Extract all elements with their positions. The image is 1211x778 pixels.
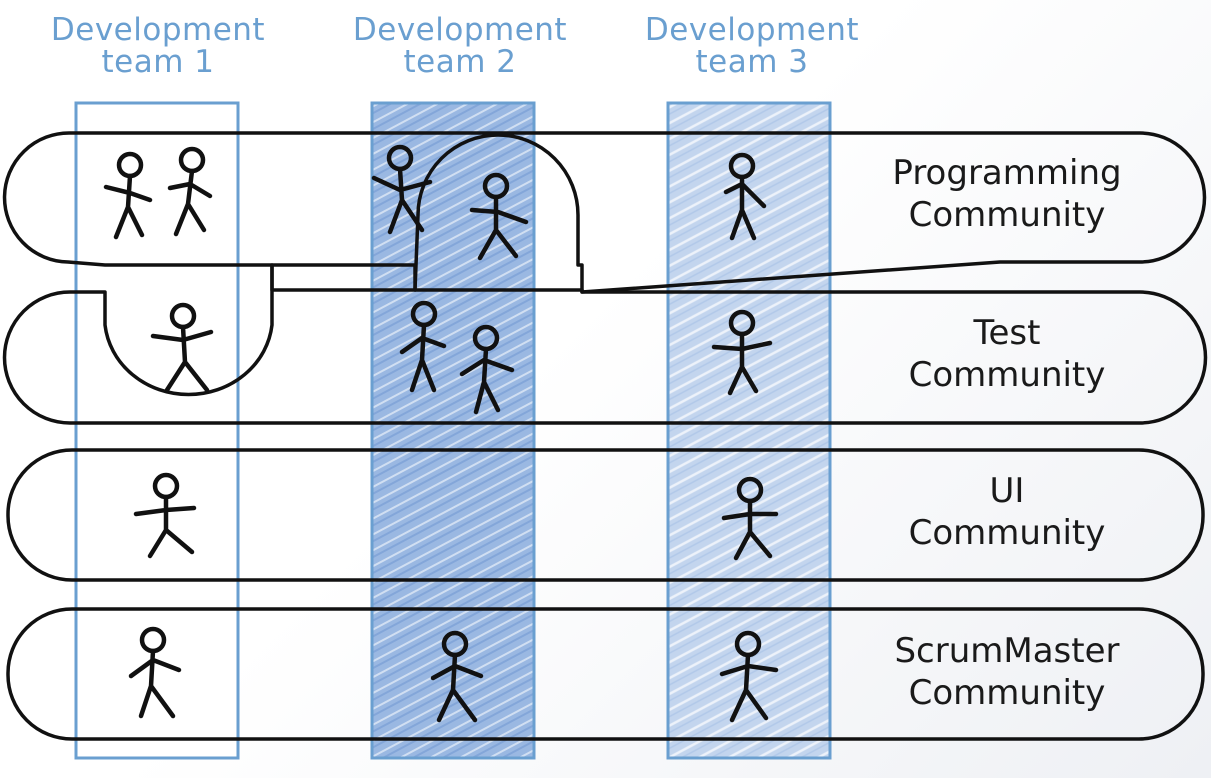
stick-figure-icon [430,630,484,723]
stick-figure-icon [469,172,529,261]
stick-figure-icon [399,300,447,393]
ui-community-line1: UI [989,471,1025,511]
test-community-label: Test Community [862,312,1152,396]
programming-community-line2: Community [908,195,1106,235]
ui-community-outline [6,448,1205,582]
programming-community-outline [2,131,1207,294]
stick-figure-icon [711,309,773,396]
team-1-title: Development team 1 [28,14,288,78]
team-3-column [666,101,832,760]
team-3-title-line2: team 3 [695,44,809,80]
team-2-title: Development team 2 [330,14,590,78]
test-community-line1: Test [973,313,1041,353]
test-community-line2: Community [908,355,1106,395]
stick-figure-icon [721,476,779,561]
scrummaster-community-outline [6,607,1205,741]
stick-figure-icon [459,324,515,415]
scrummaster-community-line2: Community [908,673,1106,713]
ui-community-line2: Community [908,513,1106,553]
scrummaster-community-label: ScrumMaster Community [862,630,1152,714]
stick-figure-icon [103,151,153,240]
people [103,144,779,723]
team-2-title-line1: Development [352,12,568,48]
team-1-title-line1: Development [50,12,266,48]
stick-figure-icon [150,302,214,393]
scrummaster-community-line1: ScrumMaster [894,631,1120,671]
programming-community-line1: Programming [892,153,1122,193]
programming-community-label: Programming Community [862,152,1152,236]
stick-figure-icon [133,472,197,559]
stick-figure-icon [723,152,767,241]
stick-figure-icon [719,630,779,723]
stick-figure-icon [128,626,182,719]
team-2-title-line2: team 2 [403,44,517,80]
stick-figure-icon [167,146,213,237]
stick-figure-icon [371,144,433,235]
team-1-title-line2: team 1 [101,44,215,80]
test-community-outline [2,263,1208,425]
ui-community-label: UI Community [862,470,1152,554]
team-3-title: Development team 3 [622,14,882,78]
team-3-title-line1: Development [644,12,860,48]
